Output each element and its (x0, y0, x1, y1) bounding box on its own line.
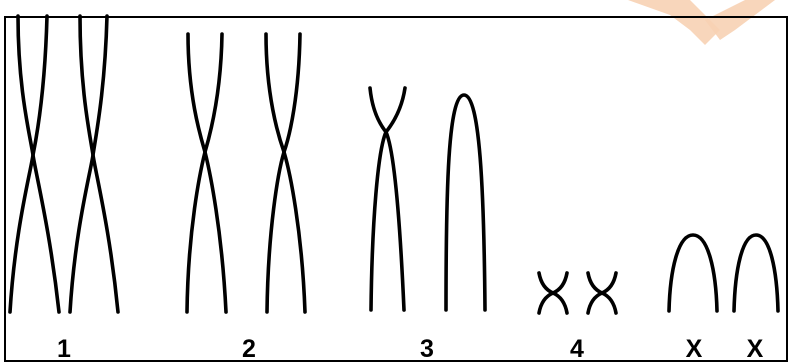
chromosome-3b (444, 93, 487, 312)
chromosome-xa (667, 233, 719, 313)
label-pair-2: 2 (242, 335, 256, 363)
chromosome-2a (185, 32, 228, 314)
label-x-2: X (746, 335, 764, 363)
label-x-1: X (685, 335, 703, 363)
chromosome-4b (586, 271, 618, 315)
chromosome-1b (68, 14, 120, 314)
chromosome-1a (8, 14, 61, 314)
label-pair-1: 1 (57, 335, 71, 363)
chromosome-3a (368, 86, 407, 312)
label-pair-3: 3 (420, 335, 434, 363)
figure-frame (4, 16, 788, 362)
chromosome-4a (537, 271, 569, 315)
chromosome-xb (732, 233, 780, 313)
label-pair-4: 4 (570, 335, 584, 363)
chromosome-2b (264, 32, 307, 314)
